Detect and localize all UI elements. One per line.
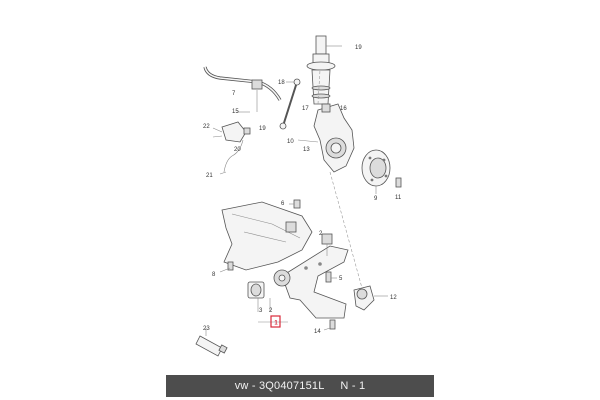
callout-2: 2	[319, 231, 323, 237]
callout-22: 22	[203, 124, 210, 130]
callout-17: 17	[302, 106, 309, 112]
sensor-bracket	[212, 121, 251, 175]
callout-7: 7	[232, 91, 236, 97]
callout-20: 20	[234, 147, 241, 153]
rear-bushing	[247, 281, 288, 323]
callout-19: 19	[355, 45, 362, 51]
callout-10: 10	[287, 139, 294, 145]
callout-9: 9	[374, 196, 378, 202]
callout-23: 23	[203, 326, 210, 332]
callout-14: 14	[314, 329, 321, 335]
highlighted-callout-box	[270, 315, 281, 328]
callout-labels: 1 2 2 3 5 6 7 8 9 10 11 12 13 14 15 16 1…	[203, 45, 402, 335]
callout-13: 13	[303, 147, 310, 153]
callout-21: 21	[206, 173, 213, 179]
ball-joint	[353, 285, 388, 311]
callout-1: 1	[274, 321, 278, 327]
coupling-rod	[279, 78, 301, 130]
callout-16: 16	[340, 106, 347, 112]
callout-19: 19	[259, 126, 266, 132]
callout-18: 18	[278, 80, 285, 86]
callout-11: 11	[395, 195, 402, 201]
callout-15: 15	[232, 109, 239, 115]
control-arm	[273, 233, 349, 331]
part-number-label: vw - 3Q0407151L N - 1	[234, 380, 366, 392]
steering-knuckle	[297, 103, 355, 173]
callout-2: 2	[269, 308, 273, 314]
stabilizer-bar	[203, 66, 282, 113]
subframe	[219, 199, 313, 273]
callout-3: 3	[259, 308, 263, 314]
callout-5: 5	[339, 276, 343, 282]
part-number-footer: vw - 3Q0407151L N - 1	[166, 375, 434, 397]
callout-12: 12	[390, 295, 397, 301]
front-suspension-exploded-diagram: 1 2 2 3 5 6 7 8 9 10 11 12 13 14 15 16 1…	[195, 35, 402, 357]
strut-assembly	[306, 35, 342, 105]
callout-6: 6	[281, 201, 285, 207]
grease-tube	[195, 328, 228, 357]
callout-8: 8	[212, 272, 216, 278]
wheel-hub	[361, 149, 402, 194]
